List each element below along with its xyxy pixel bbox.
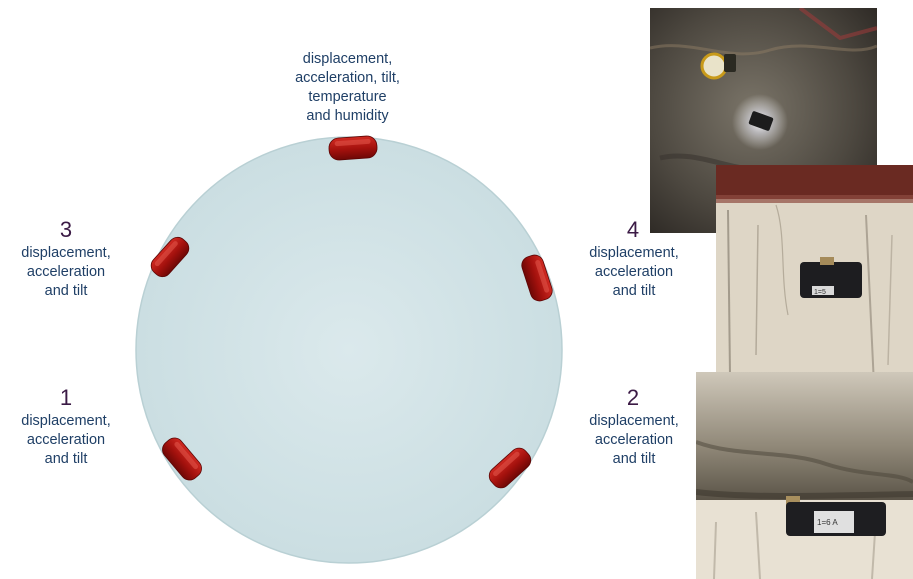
photo-label-1: 1=5 (814, 289, 826, 296)
sensor-4-number: 4 (626, 217, 640, 242)
top-line-1: displacement, (302, 51, 393, 67)
sensor-1 (162, 437, 202, 481)
s2-line-3: and tilt (612, 451, 656, 467)
sensor-1-number: 1 (59, 385, 73, 410)
label-sensor-4: displacement, acceleration and tilt (577, 244, 691, 301)
s4-line-1: displacement, (589, 245, 679, 261)
photo-wall-sensor: 1=5 (716, 165, 913, 391)
label-top-sensor: displacement, acceleration, tilt, temper… (275, 50, 420, 126)
light-sensor-mount-icon (724, 54, 736, 72)
label-sensor-2: displacement, acceleration and tilt (577, 412, 691, 469)
light-sensor-yellow-icon (700, 52, 728, 80)
sensor-3-number: 3 (59, 217, 73, 242)
s2-line-1: displacement, (589, 413, 679, 429)
tunnel-cross-section (135, 136, 563, 564)
light-sensor-white-icon (748, 111, 774, 131)
sensor-4 (521, 254, 553, 302)
photo-ceiling-sensor: 1=6 A (696, 372, 913, 579)
s1-line-3: and tilt (44, 451, 88, 467)
s3-line-1: displacement, (21, 245, 111, 261)
s2-line-2: acceleration (594, 432, 674, 448)
s3-line-2: acceleration (26, 264, 106, 280)
top-line-4: and humidity (306, 108, 389, 124)
s1-line-1: displacement, (21, 413, 111, 429)
s4-line-3: and tilt (612, 283, 656, 299)
s1-line-2: acceleration (26, 432, 106, 448)
sensor-2-number: 2 (626, 385, 640, 410)
label-sensor-1: displacement, acceleration and tilt (10, 412, 122, 469)
sensor-2 (488, 447, 532, 489)
s3-line-3: and tilt (44, 283, 88, 299)
top-line-3: temperature (308, 89, 387, 105)
photo-label-2: 1=6 A (817, 518, 838, 527)
top-line-2: acceleration, tilt, (295, 70, 400, 86)
sensor-top (328, 135, 378, 161)
label-sensor-3: displacement, acceleration and tilt (10, 244, 122, 301)
s4-line-2: acceleration (594, 264, 674, 280)
sensor-3 (150, 236, 190, 278)
